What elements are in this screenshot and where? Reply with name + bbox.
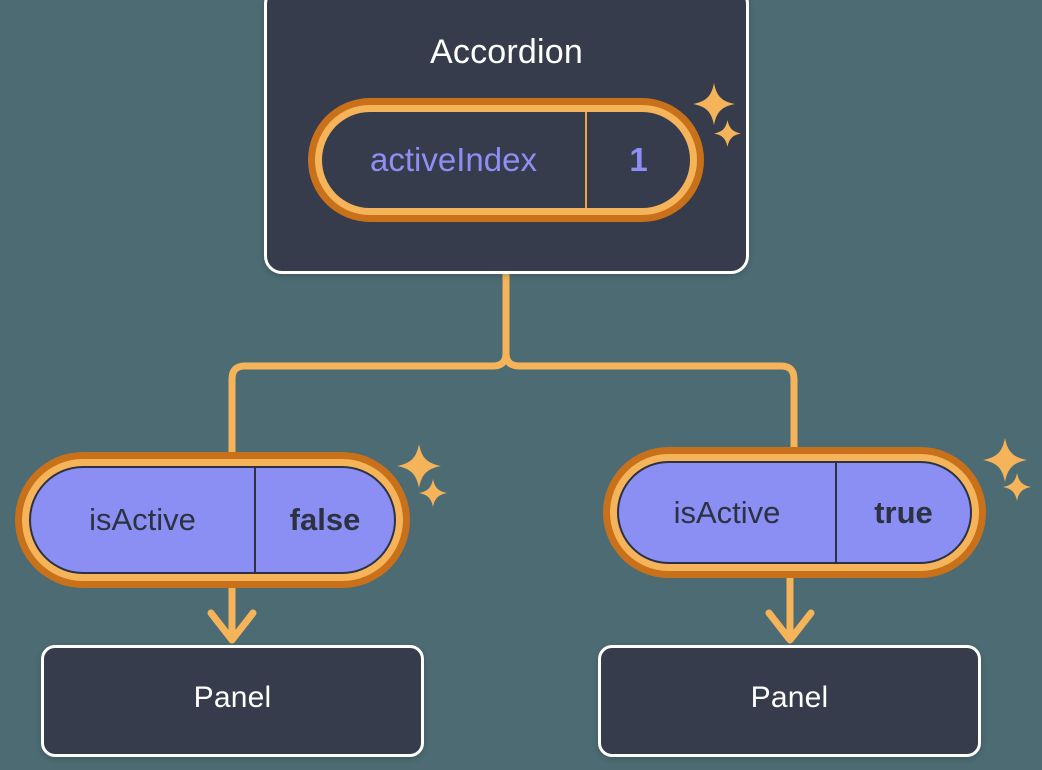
state-pill-active-index[interactable]: activeIndex 1 — [308, 98, 704, 222]
panel-component-right[interactable]: Panel — [598, 645, 981, 757]
prop-value-label: true — [874, 494, 933, 530]
prop-key-label: isActive — [619, 463, 837, 562]
state-key-label: activeIndex — [322, 112, 587, 208]
connector-root-split-right — [502, 349, 798, 456]
panel-title: Panel — [750, 681, 829, 714]
prop-value-label: false — [289, 502, 361, 537]
sparkle-right-large-icon — [983, 438, 1027, 482]
connector-root-split — [228, 269, 510, 459]
connector-right-arrow-head — [765, 609, 815, 644]
panel-component-left[interactable]: Panel — [41, 645, 424, 757]
sparkle-left-small-icon — [419, 479, 447, 507]
prop-pill-is-active-true[interactable]: isActive true — [603, 447, 986, 578]
panel-title: Panel — [193, 681, 272, 714]
sparkle-right-small-icon — [1003, 473, 1031, 501]
prop-key-label: isActive — [31, 468, 256, 572]
accordion-title: Accordion — [430, 33, 583, 71]
pill-body: isActive false — [29, 466, 396, 574]
pill-body: isActive true — [617, 461, 972, 564]
pill-body: activeIndex 1 — [322, 112, 690, 208]
prop-pill-is-active-false[interactable]: isActive false — [15, 452, 410, 588]
state-value-label: 1 — [629, 141, 648, 178]
connector-left-arrow-head — [207, 609, 257, 644]
